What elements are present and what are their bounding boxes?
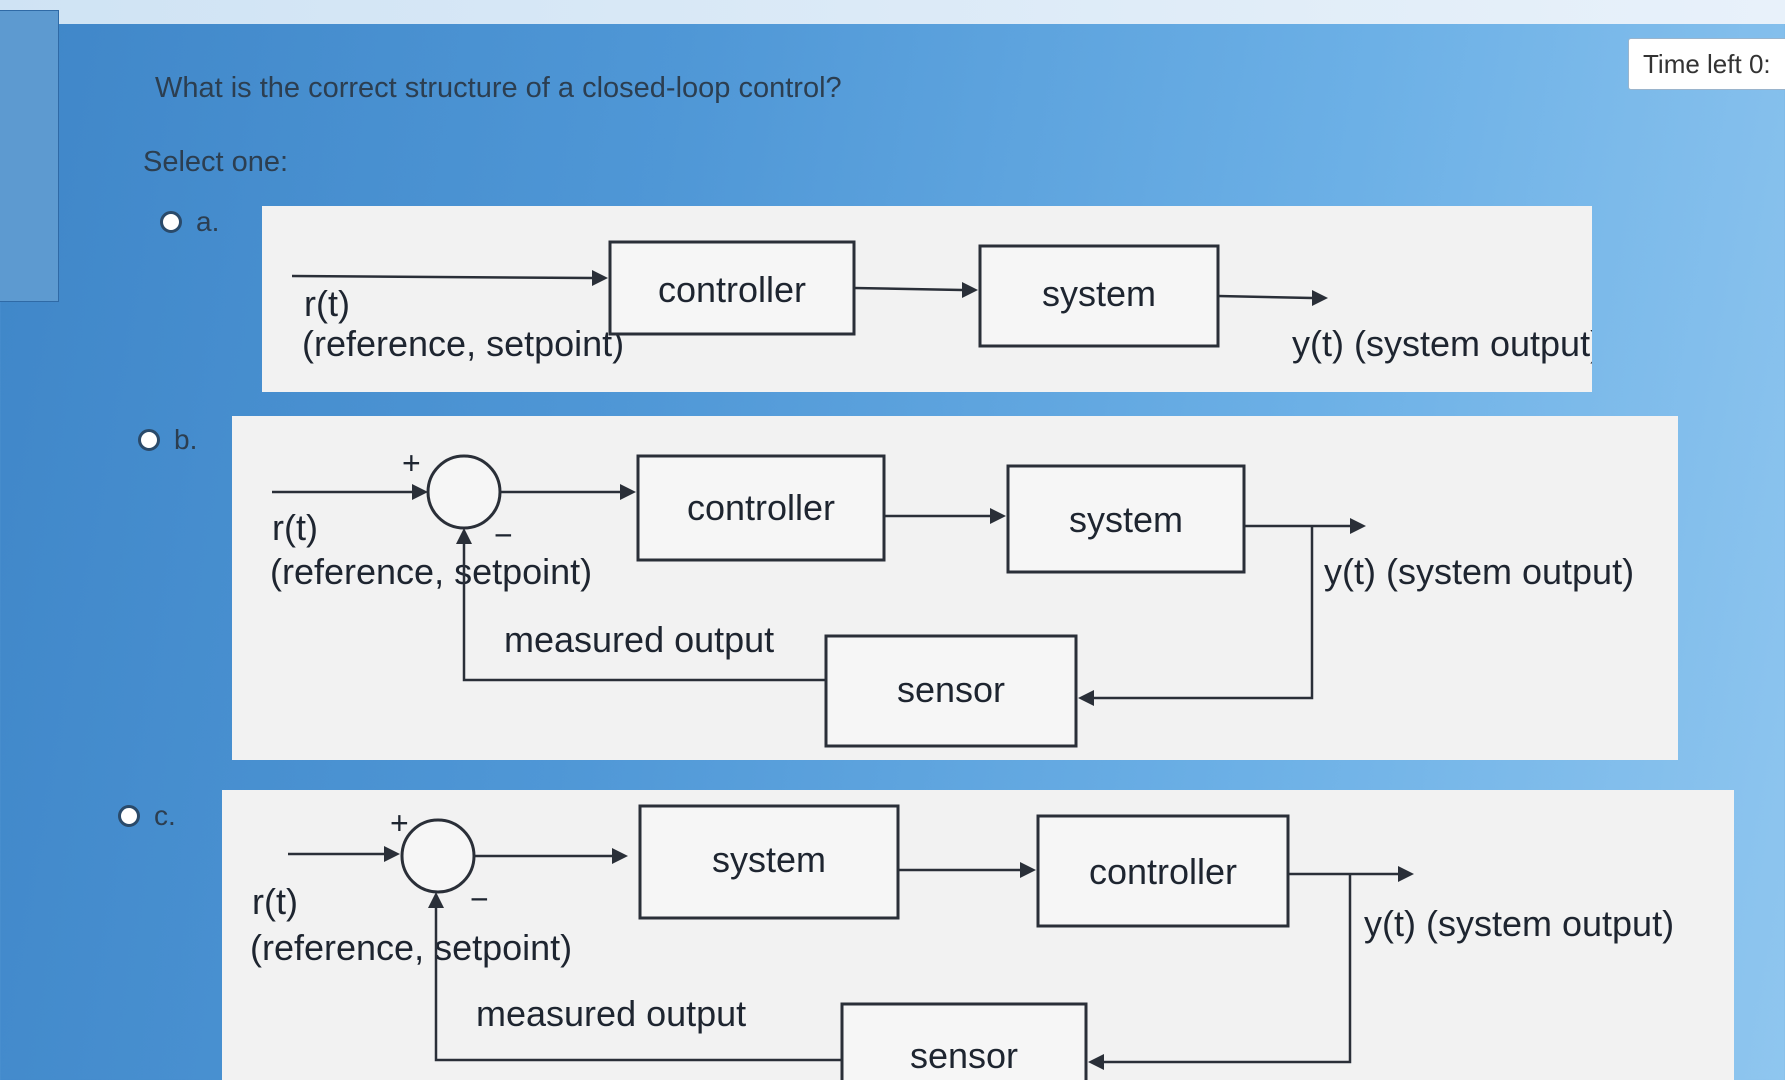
browser-top-strip bbox=[0, 0, 1785, 24]
a-block-system bbox=[978, 244, 1220, 348]
a-input-arrowhead bbox=[592, 270, 608, 286]
option-a-diagram-svg: r(t) (reference, setpoint) controller sy… bbox=[291, 240, 1592, 364]
time-left-timer: Time left 0: bbox=[1628, 38, 1785, 90]
c-mid-arrowhead bbox=[1020, 862, 1036, 878]
left-side-panel bbox=[0, 10, 59, 302]
option-b-letter: b. bbox=[174, 424, 198, 455]
option-b-diagram[interactable]: + − r(t) (reference, setpoint) controlle… bbox=[232, 416, 1678, 760]
b-sensor-label: sensor bbox=[897, 669, 1005, 710]
b-block1-label: controller bbox=[687, 487, 835, 528]
b-sum-arrowhead bbox=[620, 484, 636, 500]
c-sum-arrowhead bbox=[612, 848, 628, 864]
b-feedback-line-right bbox=[1092, 526, 1314, 700]
b-block-system bbox=[1006, 464, 1246, 574]
c-block2-label: controller bbox=[1089, 851, 1237, 892]
b-mid-arrowhead bbox=[990, 508, 1006, 524]
b-summing-junction bbox=[426, 454, 502, 530]
b-feedback-label: measured output bbox=[504, 619, 774, 660]
select-one-prompt: Select one: bbox=[143, 146, 289, 178]
c-summing-junction bbox=[400, 818, 476, 894]
b-output-label: y(t) (system output) bbox=[1324, 551, 1634, 592]
option-c-diagram-svg: + − r(t) (reference, setpoint) system co… bbox=[250, 804, 1674, 1080]
c-sensor-arrowhead bbox=[1088, 1054, 1104, 1070]
a-input-label: r(t) bbox=[304, 283, 350, 324]
option-a[interactable]: a. bbox=[160, 206, 219, 238]
b-block-sensor bbox=[824, 634, 1078, 748]
a-output-line bbox=[1217, 294, 1313, 300]
c-output-label: y(t) (system output) bbox=[1364, 903, 1674, 944]
a-output-arrowhead bbox=[1312, 290, 1328, 306]
option-c[interactable]: c. bbox=[118, 800, 176, 832]
b-input-label: r(t) bbox=[272, 507, 318, 548]
a-output-label: y(t) (system output) bbox=[1292, 323, 1592, 364]
radio-option-a[interactable] bbox=[160, 211, 182, 233]
b-block-controller bbox=[636, 454, 886, 562]
c-feedback-label: measured output bbox=[476, 993, 746, 1034]
c-block-system bbox=[638, 804, 900, 920]
b-input-sub: (reference, setpoint) bbox=[270, 551, 592, 592]
question-text: What is the correct structure of a close… bbox=[155, 72, 842, 104]
a-block-controller bbox=[608, 240, 856, 336]
option-a-letter: a. bbox=[196, 206, 220, 237]
a-mid-line bbox=[853, 286, 963, 292]
c-block-controller bbox=[1036, 814, 1290, 928]
c-block1-label: system bbox=[712, 839, 826, 880]
c-input-label: r(t) bbox=[252, 881, 298, 922]
c-sensor-label: sensor bbox=[910, 1035, 1018, 1076]
b-block2-label: system bbox=[1069, 499, 1183, 540]
b-sensor-arrowhead bbox=[1078, 690, 1094, 706]
option-b-diagram-svg: + − r(t) (reference, setpoint) controlle… bbox=[270, 445, 1634, 748]
option-b[interactable]: b. bbox=[138, 424, 197, 456]
a-block1-label: controller bbox=[658, 269, 806, 310]
c-plus-sign: + bbox=[390, 805, 409, 841]
c-output-arrowhead bbox=[1398, 866, 1414, 882]
a-block2-label: system bbox=[1042, 273, 1156, 314]
option-a-diagram[interactable]: r(t) (reference, setpoint) controller sy… bbox=[262, 206, 1592, 392]
radio-option-c[interactable] bbox=[118, 805, 140, 827]
c-feedback-line-right bbox=[1102, 874, 1352, 1064]
c-feedback-line-left bbox=[434, 906, 842, 1062]
a-input-sub: (reference, setpoint) bbox=[302, 323, 624, 364]
a-input-line bbox=[291, 274, 593, 280]
option-c-letter: c. bbox=[154, 800, 176, 831]
c-minus-sign: − bbox=[470, 881, 489, 917]
option-c-diagram[interactable]: + − r(t) (reference, setpoint) system co… bbox=[222, 790, 1734, 1080]
radio-option-b[interactable] bbox=[138, 429, 160, 451]
c-input-sub: (reference, setpoint) bbox=[250, 927, 572, 968]
a-mid-arrowhead bbox=[962, 282, 978, 298]
b-output-arrowhead bbox=[1350, 518, 1366, 534]
b-feedback-arrowhead bbox=[456, 528, 472, 544]
b-input-arrowhead bbox=[412, 484, 428, 500]
b-feedback-line-left bbox=[462, 542, 826, 682]
b-minus-sign: − bbox=[494, 517, 513, 553]
c-input-arrowhead bbox=[384, 846, 400, 862]
c-feedback-arrowhead bbox=[428, 892, 444, 908]
b-plus-sign: + bbox=[402, 445, 421, 481]
